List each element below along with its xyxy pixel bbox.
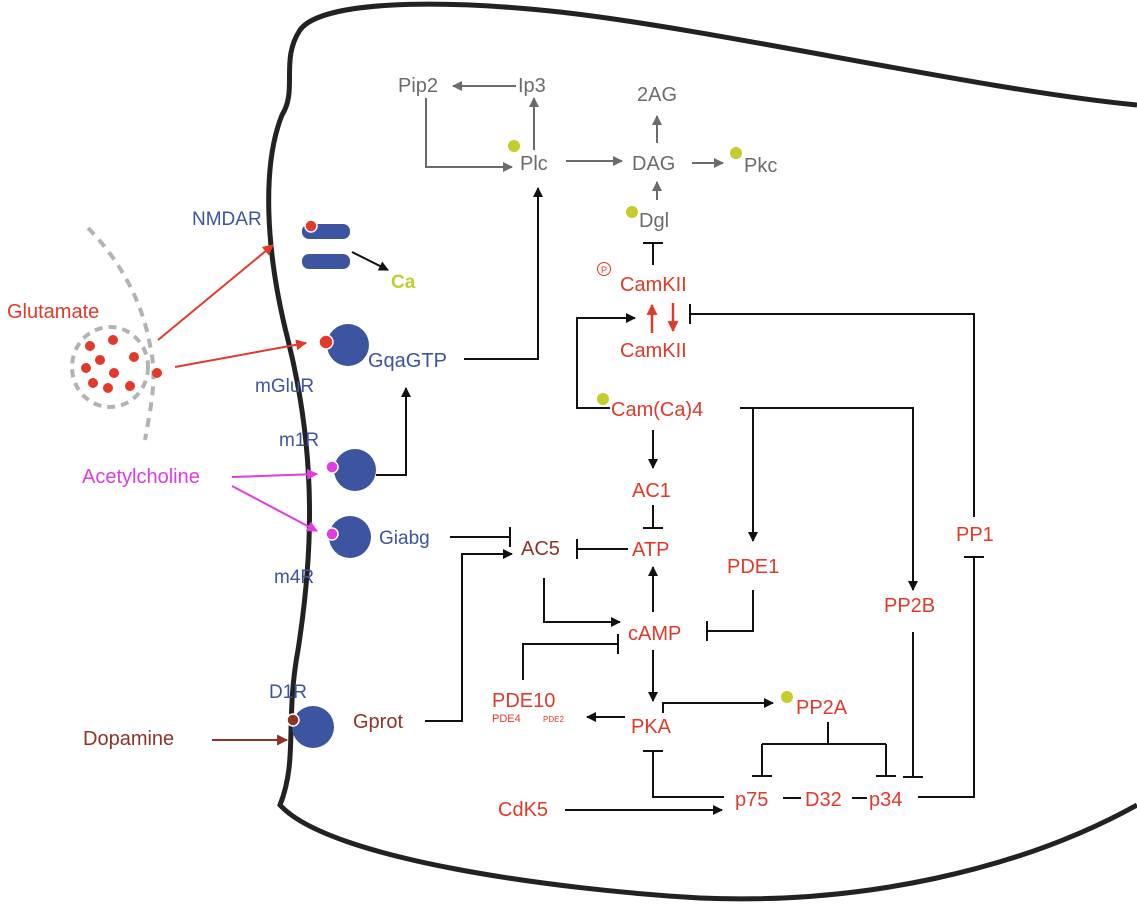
plc-label: Plc	[520, 153, 548, 175]
m1r-receptor	[326, 449, 376, 491]
camca4-label: Cam(Ca)4	[611, 399, 703, 421]
m1r-label: m1R	[279, 430, 319, 451]
gqagtp-label: GqaGTP	[368, 350, 447, 372]
ac1-label: AC1	[632, 480, 671, 502]
camkii-inhibits-dgl	[643, 243, 663, 265]
ac5-to-camp-arrow	[544, 578, 620, 622]
ca-label: Ca	[391, 272, 416, 293]
pde1-inhibits-camp	[707, 590, 753, 641]
pde2-label: PDE2	[543, 715, 564, 724]
dopamine-label: Dopamine	[83, 728, 174, 750]
ach-to-m1r-arrow	[232, 474, 317, 477]
camp-label: cAMP	[628, 623, 681, 645]
pde4-label: PDE4	[492, 713, 521, 725]
d1r-label: D1R	[269, 682, 307, 703]
pde10-inhibits-camp	[523, 634, 618, 680]
nmdar-label: NMDAR	[192, 209, 262, 230]
p34-label: p34	[869, 789, 902, 811]
pka-label: PKA	[631, 716, 672, 738]
2ag-label: 2AG	[637, 84, 677, 106]
giabg-label: Giabg	[379, 528, 430, 549]
m1r-to-gqagtp-arrow	[376, 388, 406, 475]
mglur-label: mGluR	[255, 376, 314, 397]
p34-inhibits-pp1	[918, 557, 984, 797]
pp2b-label: PP2B	[884, 595, 935, 617]
m4r-receptor	[326, 516, 371, 558]
pp2a-label: PP2A	[796, 697, 848, 719]
pp1-label: PP1	[956, 524, 994, 546]
giabg-inhibits-ac5	[450, 527, 510, 547]
pip2-to-plc-arrow	[426, 98, 512, 167]
nmdar-to-ca-arrow	[352, 252, 388, 270]
ip3-label: Ip3	[518, 75, 546, 97]
ac5-label: AC5	[521, 538, 560, 560]
pde10-label: PDE10	[492, 690, 555, 712]
pp1-inhibits-camkii	[690, 304, 974, 517]
camkii-phospho-label: CamKII	[620, 274, 687, 296]
presynaptic-terminal	[88, 228, 153, 440]
nmdar-channel	[302, 220, 350, 269]
atp-inhibits-ac5	[577, 539, 628, 559]
atp-label: ATP	[632, 539, 669, 561]
pp2b-inhibits-p34	[903, 632, 923, 777]
p75-inhibits-pka	[643, 751, 724, 797]
mglur-receptor	[319, 324, 369, 366]
gqagtp-to-plc-arrow	[464, 188, 538, 359]
ach-to-m4r-arrow	[232, 486, 317, 531]
cell-membrane	[269, 4, 1137, 899]
pip2-label: Pip2	[398, 75, 438, 97]
dag-label: DAG	[632, 153, 675, 175]
ac1-inhibits-atp	[643, 505, 663, 528]
pp2a-inhibits-p75-p34	[752, 722, 896, 776]
glutamate-label: Glutamate	[7, 301, 99, 323]
cdk5-label: CdK5	[498, 799, 548, 821]
pkc-label: Pkc	[744, 155, 777, 177]
pka-to-pp2a-arrow	[663, 703, 773, 713]
glutamate-to-mglur-arrow	[175, 343, 306, 367]
m4r-label: m4R	[274, 567, 314, 588]
phospho-mark: P	[601, 265, 607, 275]
acetylcholine-label: Acetylcholine	[82, 466, 200, 488]
gprot-label: Gprot	[353, 711, 403, 733]
d32-label: D32	[805, 789, 842, 811]
camkii-label: CamKII	[620, 340, 687, 362]
pde1-label: PDE1	[727, 556, 779, 578]
glutamate-to-nmdar-arrow	[158, 245, 273, 340]
p75-label: p75	[735, 789, 768, 811]
dgl-label: Dgl	[639, 210, 669, 232]
camca4-to-pde1-arrow	[740, 408, 753, 541]
